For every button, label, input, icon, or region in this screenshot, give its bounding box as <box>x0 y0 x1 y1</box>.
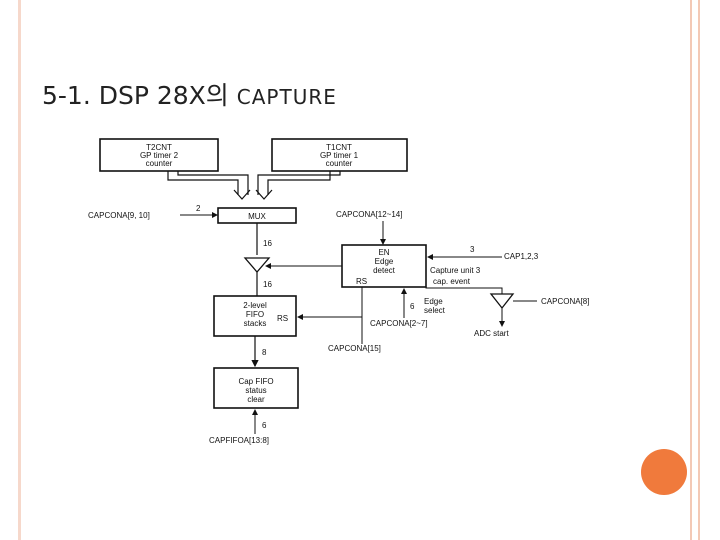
accent-circle <box>641 449 687 495</box>
t2cnt-label-1: T2CNT <box>146 143 172 152</box>
fifo-label-3: stacks <box>244 319 267 328</box>
adc-buffer <box>489 293 515 310</box>
capture-unit-label: Capture unit 3 <box>430 266 481 275</box>
edge-select-label-1: Edge <box>424 297 443 306</box>
timer-buses <box>167 171 341 200</box>
t2cnt-label-3: counter <box>146 159 173 168</box>
t1cnt-label-1: T1CNT <box>326 143 352 152</box>
bus-16-label-a: 16 <box>263 239 272 248</box>
capcona-15-label: CAPCONA[15] <box>328 344 381 353</box>
bus-8-label: 8 <box>262 348 267 357</box>
fifo-label-2: FIFO <box>246 310 264 319</box>
t2cnt-block <box>99 138 219 172</box>
cap-fifo-label-2: status <box>245 386 266 395</box>
bit-3-label: 3 <box>470 245 475 254</box>
bit-2-label: 2 <box>196 204 201 213</box>
cap-fifo-label-1: Cap FIFO <box>238 377 273 386</box>
edge-detect-label-3: detect <box>373 266 396 275</box>
cap-fifo-block <box>213 367 299 409</box>
capcona-9-10-label: CAPCONA[9, 10] <box>88 211 150 220</box>
title-main: 5-1. DSP 28X의 <box>42 81 229 110</box>
bit-6-label-a: 6 <box>410 302 415 311</box>
edge-detect-label-2: Edge <box>375 257 394 266</box>
title-sub: CAPTURE <box>236 85 337 109</box>
edge-detect-block <box>341 244 427 288</box>
cap-fifo-label-3: clear <box>247 395 265 404</box>
t2cnt-label-2: GP timer 2 <box>140 151 179 160</box>
slide-title: 5-1. DSP 28X의 CAPTURE <box>42 76 337 112</box>
fifo-rs-label: RS <box>277 314 288 323</box>
slide-frame-right <box>690 0 692 540</box>
fifo-label-1: 2-level <box>243 301 267 310</box>
cap-event-label: cap. event <box>433 277 471 286</box>
slide-frame-right-outer <box>698 0 700 540</box>
bit-6-label-b: 6 <box>262 421 267 430</box>
edge-detect-label-1: EN <box>378 248 389 257</box>
mux-label: MUX <box>248 212 266 221</box>
bus-16-label-b: 16 <box>263 280 272 289</box>
capcona-8-label: CAPCONA[8] <box>541 297 589 306</box>
slide-frame-left <box>18 0 21 540</box>
t1cnt-label-2: GP timer 1 <box>320 151 359 160</box>
adc-start-label: ADC start <box>474 329 509 338</box>
cap123-label: CAP1,2,3 <box>504 252 539 261</box>
capcona-12-14-label: CAPCONA[12~14] <box>336 210 402 219</box>
capfifoa-label: CAPFIFOA[13:8] <box>209 436 269 445</box>
t1cnt-label-3: counter <box>326 159 353 168</box>
edge-rs-label: RS <box>356 277 367 286</box>
capcona-2-7-label: CAPCONA[2~7] <box>370 319 428 328</box>
latch-buffer <box>243 257 271 273</box>
edge-select-label-2: select <box>424 306 446 315</box>
